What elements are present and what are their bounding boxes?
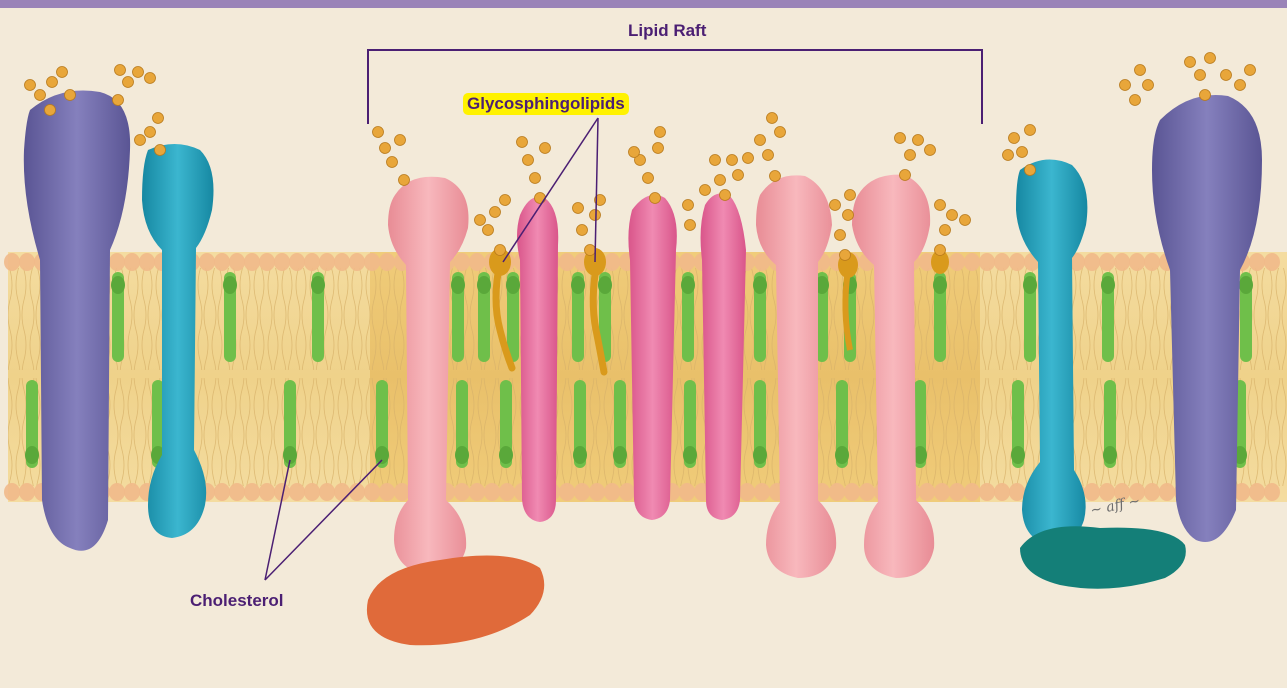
raft-protein-magenta-2 [628,195,676,520]
lipid-raft-bracket [368,50,982,124]
cholesterol-label: Cholesterol [190,591,284,611]
dark-teal-protein [1020,526,1186,588]
raft-protein-magenta-1 [517,197,558,522]
raft-protein-magenta-3 [701,193,746,520]
glycosphingolipids-label: Glycosphingolipids [463,93,629,115]
orange-peripheral-protein [367,556,544,646]
lipid-raft-label: Lipid Raft [628,21,706,41]
